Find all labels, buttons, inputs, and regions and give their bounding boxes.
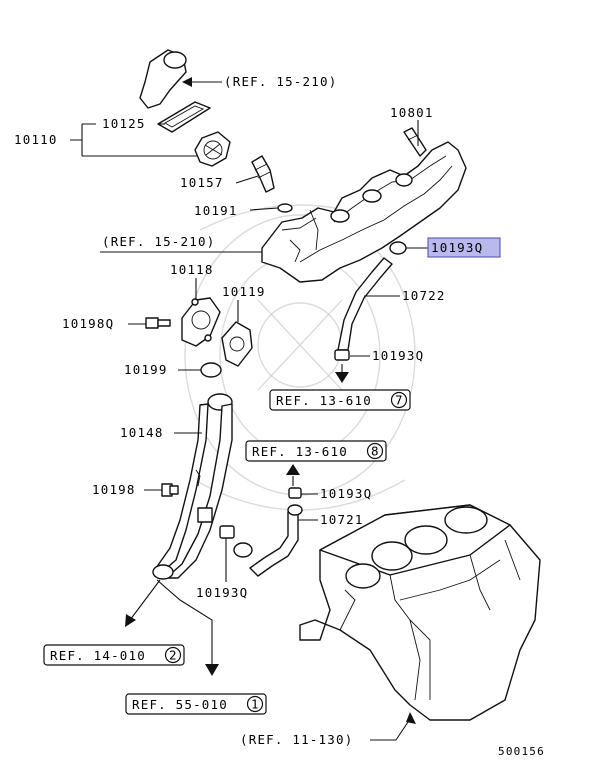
- part-10722-label: 10722: [402, 288, 446, 303]
- part-10125-label: 10125: [102, 116, 146, 131]
- ref-13-610-8-label: REF. 13-610: [252, 444, 348, 459]
- part-10198-label: 10198: [92, 482, 136, 497]
- part-10193Q-right-label: 10193Q: [372, 348, 424, 363]
- bolt-10198Q: [145, 317, 171, 329]
- diagram-id: 500156: [498, 745, 545, 758]
- oring-10199: [200, 362, 222, 378]
- leader-lines: [70, 77, 428, 741]
- ref-11-130-label: (REF. 11-130): [240, 732, 353, 747]
- ref-13-610-7-callout[interactable]: REF. 13-610 7: [269, 389, 411, 411]
- hose-10721: [219, 487, 303, 577]
- part-10193Q-bottom-label: 10193Q: [196, 585, 248, 600]
- part-10199-label: 10199: [124, 362, 168, 377]
- part-10721-label: 10721: [320, 512, 364, 527]
- ref-13-610-8-callout[interactable]: REF. 13-610 8: [245, 440, 387, 462]
- thermostat: [194, 131, 231, 167]
- ref-13-610-8-number: 8: [371, 444, 380, 459]
- gasket-10119: [221, 321, 253, 367]
- oring-10191: [277, 203, 293, 213]
- part-10118-label: 10118: [170, 262, 214, 277]
- highlight-box: [427, 237, 501, 258]
- water-outlet-fitting: [139, 49, 187, 109]
- bolt-10198: [161, 483, 179, 497]
- sensor-10801: [403, 127, 427, 157]
- ref-13-610-7-number: 7: [395, 393, 404, 408]
- part-10110-label: 10110: [14, 132, 58, 147]
- sensor-10157: [251, 155, 275, 193]
- ref-55-010-callout[interactable]: REF. 55-010 1: [125, 693, 267, 715]
- ref-55-010-number: 1: [251, 697, 260, 712]
- part-10119-label: 10119: [222, 284, 266, 299]
- water-inlet-fitting-10118: [181, 297, 221, 347]
- part-10193Q-highlight-label[interactable]: 10193Q: [431, 240, 483, 255]
- gasket-10125: [157, 101, 211, 133]
- water-pipe-10148: [152, 393, 233, 580]
- part-10157-label: 10157: [180, 175, 224, 190]
- water-passage-manifold: [261, 141, 467, 283]
- engine-block: [299, 504, 541, 721]
- ref-15-210-top-label: (REF. 15-210): [224, 74, 337, 89]
- ref-55-010-label: REF. 55-010: [132, 697, 228, 712]
- part-10198Q-label: 10198Q: [62, 316, 114, 331]
- ref-15-210-mid-label: (REF. 15-210): [102, 234, 215, 249]
- ref-14-010-label: REF. 14-010: [50, 648, 146, 663]
- part-10191-label: 10191: [194, 203, 238, 218]
- part-10148-label: 10148: [120, 425, 164, 440]
- ref-14-010-callout[interactable]: REF. 14-010 2: [43, 644, 185, 666]
- part-10193Q-lower-label: 10193Q: [320, 486, 372, 501]
- part-10801-label: 10801: [390, 105, 434, 120]
- ref-13-610-7-label: REF. 13-610: [276, 393, 372, 408]
- ref-14-010-number: 2: [169, 648, 178, 663]
